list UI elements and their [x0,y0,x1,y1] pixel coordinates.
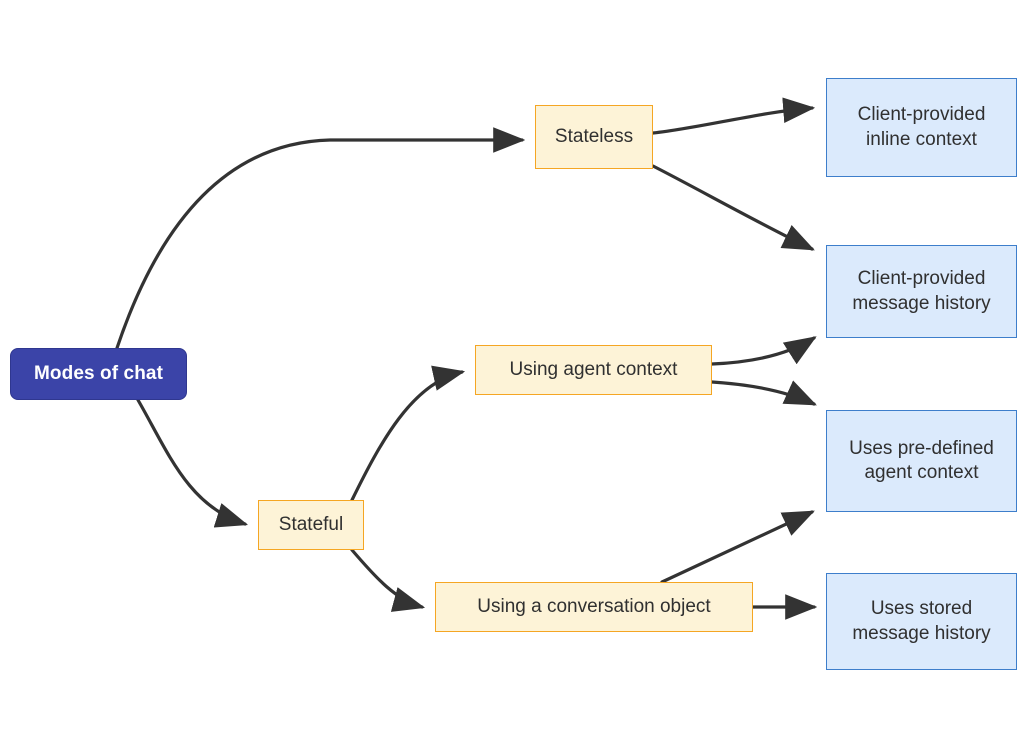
node-label-uses-stored-message-history: Uses stored message history [852,598,991,644]
edge-using-agent-context-to-predefined-agent-context [710,380,817,406]
node-label-uses-pre-defined-agent-context: Uses pre-defined agent context [849,437,994,483]
node-label-client-provided-inline-context: Client-provided inline context [857,104,986,150]
node-label-using-a-conversation-object: Using a conversation object [477,595,711,617]
node-label-using-agent-context: Using agent context [509,358,678,380]
node-uses-stored-message-history[interactable]: Uses stored message history [826,573,1017,670]
node-client-provided-message-history[interactable]: Client-provided message history [826,245,1017,338]
edge-using-agent-context-to-client-message-history [710,336,817,366]
node-uses-pre-defined-agent-context[interactable]: Uses pre-defined agent context [826,410,1017,512]
edge-stateful-to-using-conversation-object [350,548,426,612]
edge-stateful-to-using-agent-context [350,365,466,502]
node-label-client-provided-message-history: Client-provided message history [852,268,991,314]
node-stateless[interactable]: Stateless [535,105,653,169]
edge-stateless-to-client-message-history [651,164,815,251]
node-client-provided-inline-context[interactable]: Client-provided inline context [826,78,1017,177]
node-using-a-conversation-object[interactable]: Using a conversation object [435,582,753,632]
node-label-stateless: Stateless [554,125,634,147]
node-label-modes-of-chat: Modes of chat [33,362,164,384]
node-label-stateful: Stateful [278,513,344,535]
node-modes-of-chat[interactable]: Modes of chat [10,348,187,400]
edge-stateless-to-client-inline-context [651,97,816,135]
node-using-agent-context[interactable]: Using agent context [475,345,712,395]
edge-root-to-stateless [115,127,526,350]
node-stateful[interactable]: Stateful [258,500,364,550]
edge-using-conversation-object-to-predefined-agent-context [660,510,815,584]
edge-root-to-stateful [136,398,249,528]
